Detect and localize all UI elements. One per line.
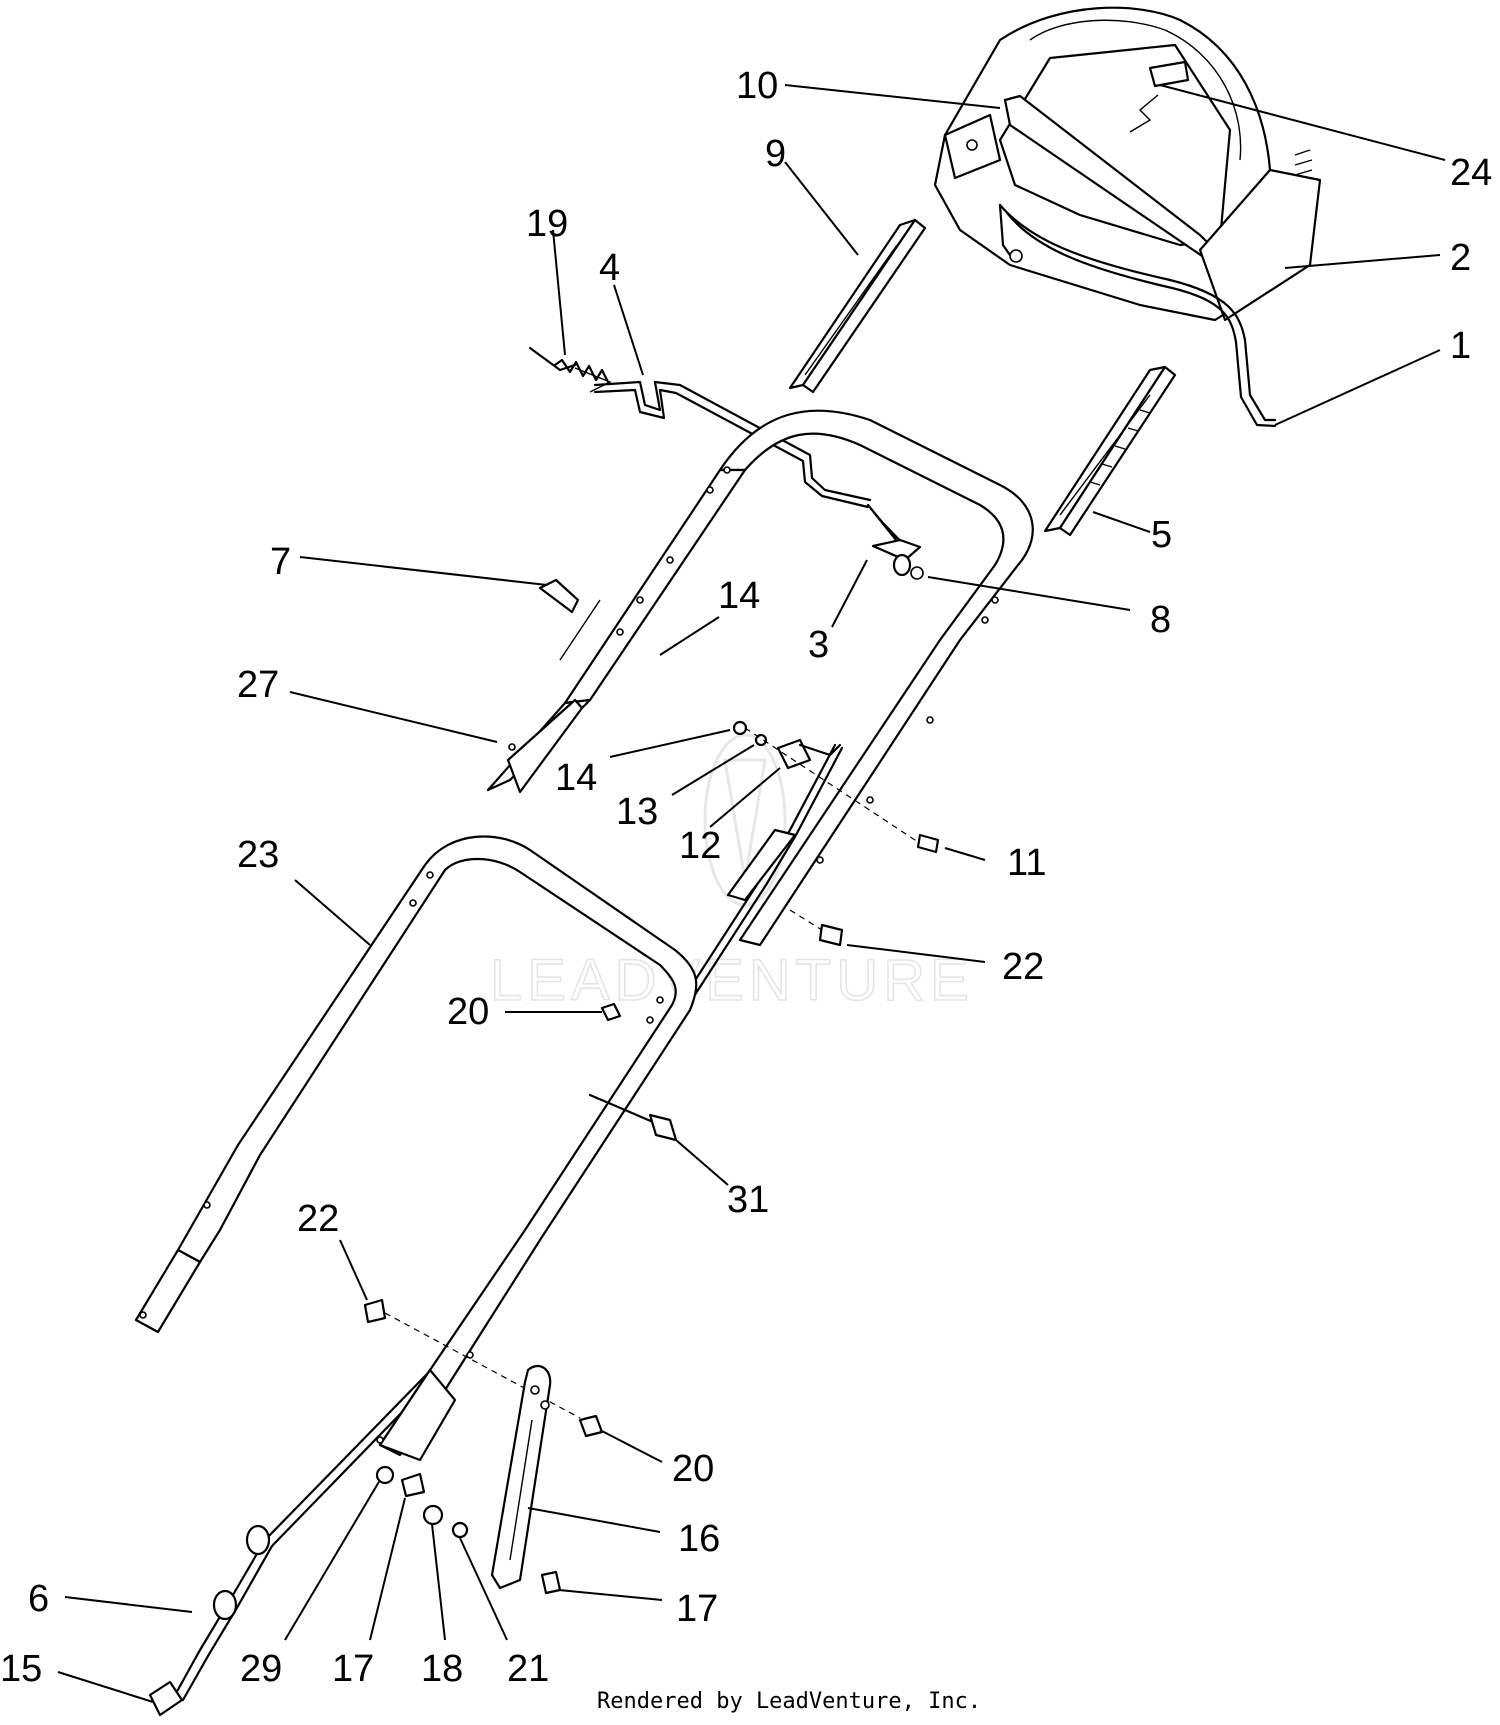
render-credit: Rendered by LeadVenture, Inc. <box>597 1689 981 1714</box>
washer-29 <box>375 1465 395 1485</box>
watermark-text: LEADVENTURE <box>490 948 974 1013</box>
callout-label: 29 <box>240 1648 282 1690</box>
part-side-cover-9 <box>788 218 927 394</box>
handle-holes-lower <box>139 871 664 1444</box>
callout-label: 23 <box>237 834 279 876</box>
callout-label: 6 <box>28 1578 49 1620</box>
nut-14b <box>732 720 748 736</box>
callout-label: 4 <box>599 247 620 289</box>
callout-label: 31 <box>727 1179 769 1221</box>
callout-numbers: 10 24 9 2 19 4 1 5 7 14 3 8 27 14 13 12 … <box>0 65 1492 1690</box>
callout-label: 17 <box>332 1648 374 1690</box>
part-latch-7 <box>538 578 580 614</box>
part-side-cover-5 <box>1043 365 1177 537</box>
callout-label: 11 <box>1007 842 1046 884</box>
callout-label: 12 <box>679 825 721 867</box>
callout-label: 14 <box>718 575 760 617</box>
plate-16 <box>490 1364 552 1590</box>
decal-24 <box>1148 60 1190 88</box>
callout-label: 9 <box>765 133 786 175</box>
part-lower-handle-tube <box>134 835 698 1462</box>
part-control-rod-4 <box>593 380 872 509</box>
callout-label: 22 <box>1002 946 1044 988</box>
callout-label: 24 <box>1450 152 1492 194</box>
clip-12 <box>776 738 812 770</box>
washer-21 <box>451 1521 469 1539</box>
callout-label: 18 <box>421 1648 463 1690</box>
callout-label: 27 <box>237 664 279 706</box>
handle-holes-upper <box>616 466 999 864</box>
callout-label: 8 <box>1150 599 1171 641</box>
part-cylinder-3 <box>866 503 924 580</box>
callout-label: 17 <box>676 1588 718 1630</box>
callout-label: 10 <box>736 65 778 107</box>
part-bail-rod <box>998 203 1277 428</box>
callout-label: 20 <box>672 1448 714 1490</box>
watermark: LEADVENTURE <box>489 733 974 1014</box>
callout-label: 16 <box>678 1518 720 1560</box>
callout-label: 1 <box>1450 325 1471 367</box>
callout-label: 21 <box>507 1648 549 1690</box>
bushing-18 <box>422 1504 444 1526</box>
part-hardware-upper-side <box>600 909 844 1022</box>
callout-label: 3 <box>808 624 829 666</box>
callout-label: 13 <box>616 791 658 833</box>
part-upper-handle-grip <box>933 6 1322 322</box>
bolt-11-head <box>916 833 940 854</box>
part-spring-19 <box>528 346 612 393</box>
callout-label: 19 <box>526 203 568 245</box>
part-hardware-mid <box>732 720 940 854</box>
part-hardware-lower <box>363 1298 604 1595</box>
part-bracket-27 <box>506 698 584 794</box>
callout-label: 20 <box>447 991 489 1033</box>
callout-label: 2 <box>1450 237 1471 279</box>
callout-label: 5 <box>1151 514 1172 556</box>
callout-label: 14 <box>555 757 597 799</box>
callout-label: 15 <box>0 1648 42 1690</box>
callout-label: 22 <box>297 1198 339 1240</box>
callout-label: 7 <box>270 541 291 583</box>
leader-lines <box>57 84 1446 1703</box>
